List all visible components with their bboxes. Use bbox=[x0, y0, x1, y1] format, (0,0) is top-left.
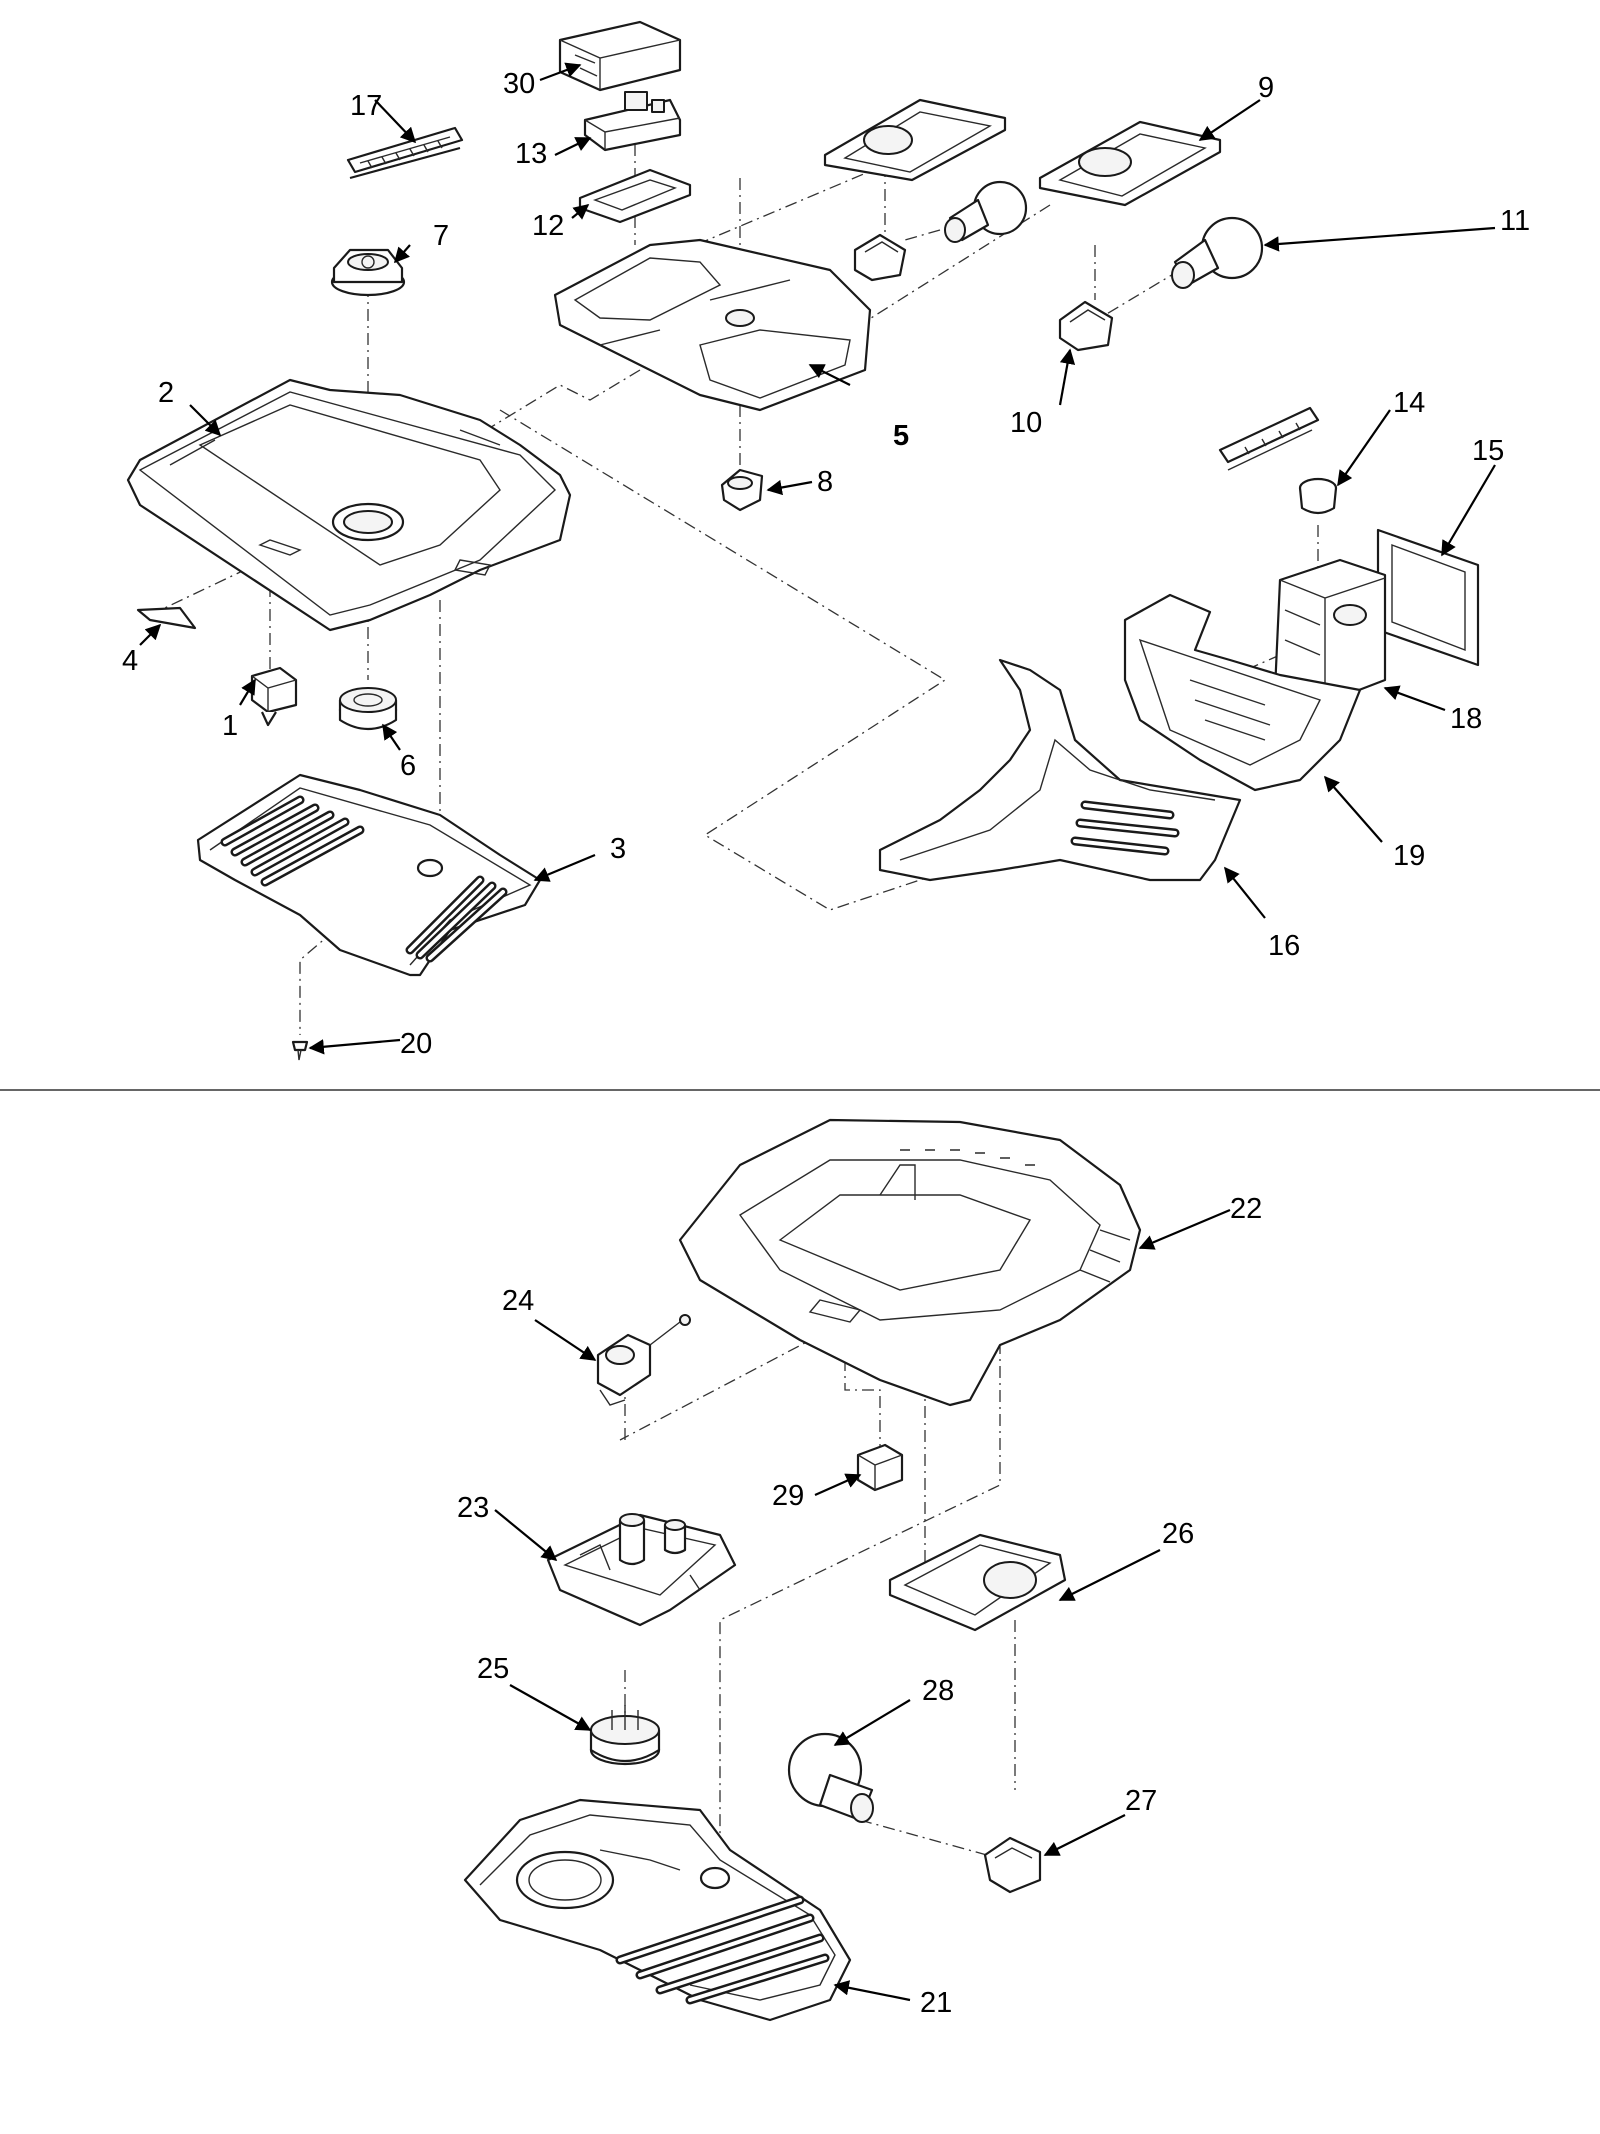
callout-23: 23 bbox=[457, 1492, 489, 1524]
part-9-lamp-housing-left bbox=[823, 98, 1007, 182]
part-25-socket bbox=[589, 1705, 661, 1766]
part-20-screw bbox=[291, 1040, 309, 1061]
callout-19: 19 bbox=[1393, 840, 1425, 872]
callout-9: 9 bbox=[1258, 72, 1274, 104]
part-1-switch bbox=[250, 666, 298, 727]
part-4-clip bbox=[136, 606, 197, 630]
callout-24: 24 bbox=[502, 1285, 534, 1317]
part-6-socket bbox=[338, 687, 398, 731]
callout-15: 15 bbox=[1472, 435, 1504, 467]
part-23-control-plate bbox=[546, 1513, 737, 1627]
callout-7: 7 bbox=[433, 220, 449, 252]
part-13-control-board bbox=[583, 91, 682, 152]
callout-21: 21 bbox=[920, 1987, 952, 2019]
part-10-lamp-socket bbox=[1058, 300, 1114, 352]
callout-6: 6 bbox=[400, 750, 416, 782]
callout-18: 18 bbox=[1450, 703, 1482, 735]
callout-12: 12 bbox=[532, 210, 564, 242]
callout-10: 10 bbox=[1010, 407, 1042, 439]
callout-3: 3 bbox=[610, 833, 626, 865]
part-11-bulb-left bbox=[944, 180, 1028, 243]
part-29-switch bbox=[856, 1443, 904, 1492]
callout-20: 20 bbox=[400, 1028, 432, 1060]
part-3-lens bbox=[196, 773, 542, 977]
callout-labels: 1 2 3 4 5 6 7 8 9 10 11 12 13 14 15 16 1… bbox=[122, 68, 1530, 2019]
callout-30: 30 bbox=[503, 68, 535, 100]
part-17-wire-strip bbox=[346, 126, 464, 180]
part-16-trim bbox=[878, 658, 1242, 882]
callout-8: 8 bbox=[817, 466, 833, 498]
callout-14: 14 bbox=[1393, 387, 1425, 419]
part-5-bracket bbox=[553, 238, 872, 412]
part-30-cover bbox=[558, 20, 682, 92]
callout-22: 22 bbox=[1230, 1193, 1262, 1225]
part-21-lower-lens bbox=[463, 1798, 852, 2022]
callout-27: 27 bbox=[1125, 1785, 1157, 1817]
callout-4: 4 bbox=[122, 645, 138, 677]
callout-2: 2 bbox=[158, 377, 174, 409]
part-8-socket bbox=[720, 468, 764, 512]
part-10-lamp-socket-left bbox=[853, 233, 907, 282]
part-27-lamp-socket bbox=[983, 1836, 1042, 1894]
callout-28: 28 bbox=[922, 1675, 954, 1707]
part-12-frame bbox=[578, 168, 692, 224]
callout-11: 11 bbox=[1500, 205, 1530, 237]
part-15-frame bbox=[1376, 528, 1480, 667]
callout-17: 17 bbox=[350, 90, 382, 122]
part-7-socket bbox=[330, 248, 406, 297]
callout-1: 1 bbox=[222, 710, 238, 742]
callout-13: 13 bbox=[515, 138, 547, 170]
part-22-lower-housing bbox=[678, 1118, 1142, 1407]
leader-lines bbox=[139, 62, 1496, 2002]
callout-5: 5 bbox=[893, 420, 909, 452]
callout-29: 29 bbox=[772, 1480, 804, 1512]
callout-16: 16 bbox=[1268, 930, 1300, 962]
part-9-lamp-housing bbox=[1038, 120, 1222, 207]
part-26-lamp-housing bbox=[888, 1533, 1067, 1632]
part-11-bulb bbox=[1171, 216, 1264, 289]
part-14-wire-socket bbox=[1218, 406, 1338, 515]
part-28-bulb bbox=[787, 1732, 874, 1823]
part-2-housing bbox=[126, 378, 572, 632]
part-24-motor bbox=[596, 1314, 691, 1406]
callout-26: 26 bbox=[1162, 1518, 1194, 1550]
callout-25: 25 bbox=[477, 1653, 509, 1685]
part-19-bezel bbox=[1123, 593, 1362, 792]
